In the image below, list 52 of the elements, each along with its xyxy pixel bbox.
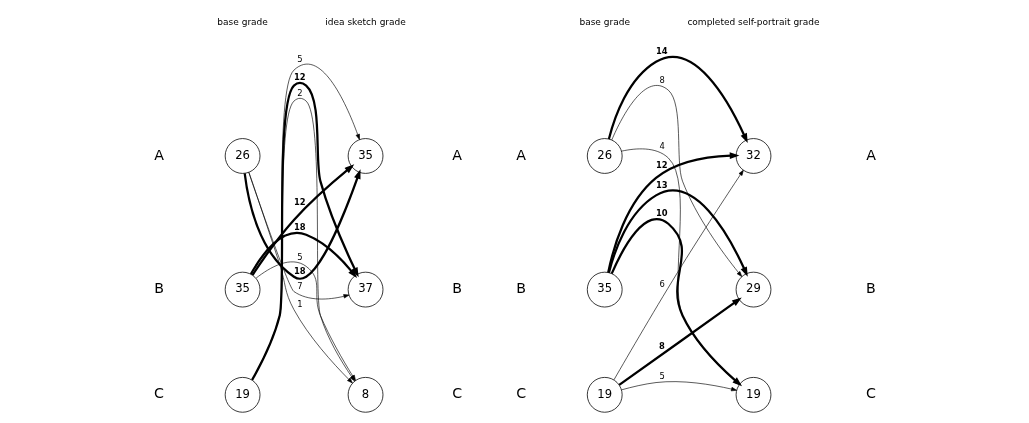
node-circle: 26	[586, 138, 623, 174]
edge-label: 8	[658, 340, 665, 351]
node-circle: 19	[224, 377, 260, 413]
node-circle: 35	[347, 138, 383, 174]
arrow	[613, 169, 744, 381]
edge-label: 5	[296, 251, 303, 262]
edge-label: 18	[293, 221, 306, 232]
edge-label: 12	[655, 159, 668, 170]
node-circle: 35	[586, 271, 623, 308]
arrow	[251, 164, 354, 276]
label: completed self-portrait grade	[686, 16, 820, 27]
label: B	[153, 280, 164, 297]
label: C	[153, 385, 164, 402]
label: A	[865, 146, 876, 163]
label: base grade	[578, 16, 630, 27]
arrow	[249, 231, 357, 279]
label: B	[865, 280, 876, 297]
label: idea sketch grade	[324, 16, 406, 27]
arrow	[248, 172, 353, 384]
edge-label: 6	[659, 278, 665, 289]
edge-label: 12	[293, 197, 306, 208]
label: A	[451, 146, 462, 163]
edge-label: 7	[296, 281, 303, 292]
edge-label: 18	[293, 265, 306, 276]
arrow	[243, 169, 360, 280]
arrow	[607, 189, 748, 277]
label: B	[515, 280, 526, 297]
edge-label: 2	[296, 88, 303, 99]
edge-label: 5	[659, 370, 665, 381]
node-circle: 37	[347, 271, 383, 308]
label: C	[865, 385, 876, 402]
node-circle: 19	[586, 377, 623, 413]
edge-label: 13	[655, 179, 668, 190]
arrow	[607, 55, 748, 144]
edge-label: 14	[655, 46, 668, 57]
edge-label: 1	[296, 299, 303, 310]
edge-label: 12	[293, 72, 306, 83]
label: A	[153, 146, 164, 163]
label: A	[515, 146, 526, 163]
node-circle: 26	[224, 138, 260, 174]
label: base grade	[216, 16, 268, 27]
arrow	[620, 381, 737, 392]
edge-label: 5	[296, 54, 303, 64]
label: C	[515, 385, 526, 402]
arrow	[610, 85, 742, 277]
node-circle: 35	[224, 271, 260, 308]
edge-label: 8	[659, 75, 665, 86]
edge-label: 4	[659, 141, 665, 152]
edge-label: 10	[655, 207, 668, 218]
label: C	[451, 385, 462, 402]
label: B	[451, 280, 462, 297]
arrow	[606, 152, 739, 273]
